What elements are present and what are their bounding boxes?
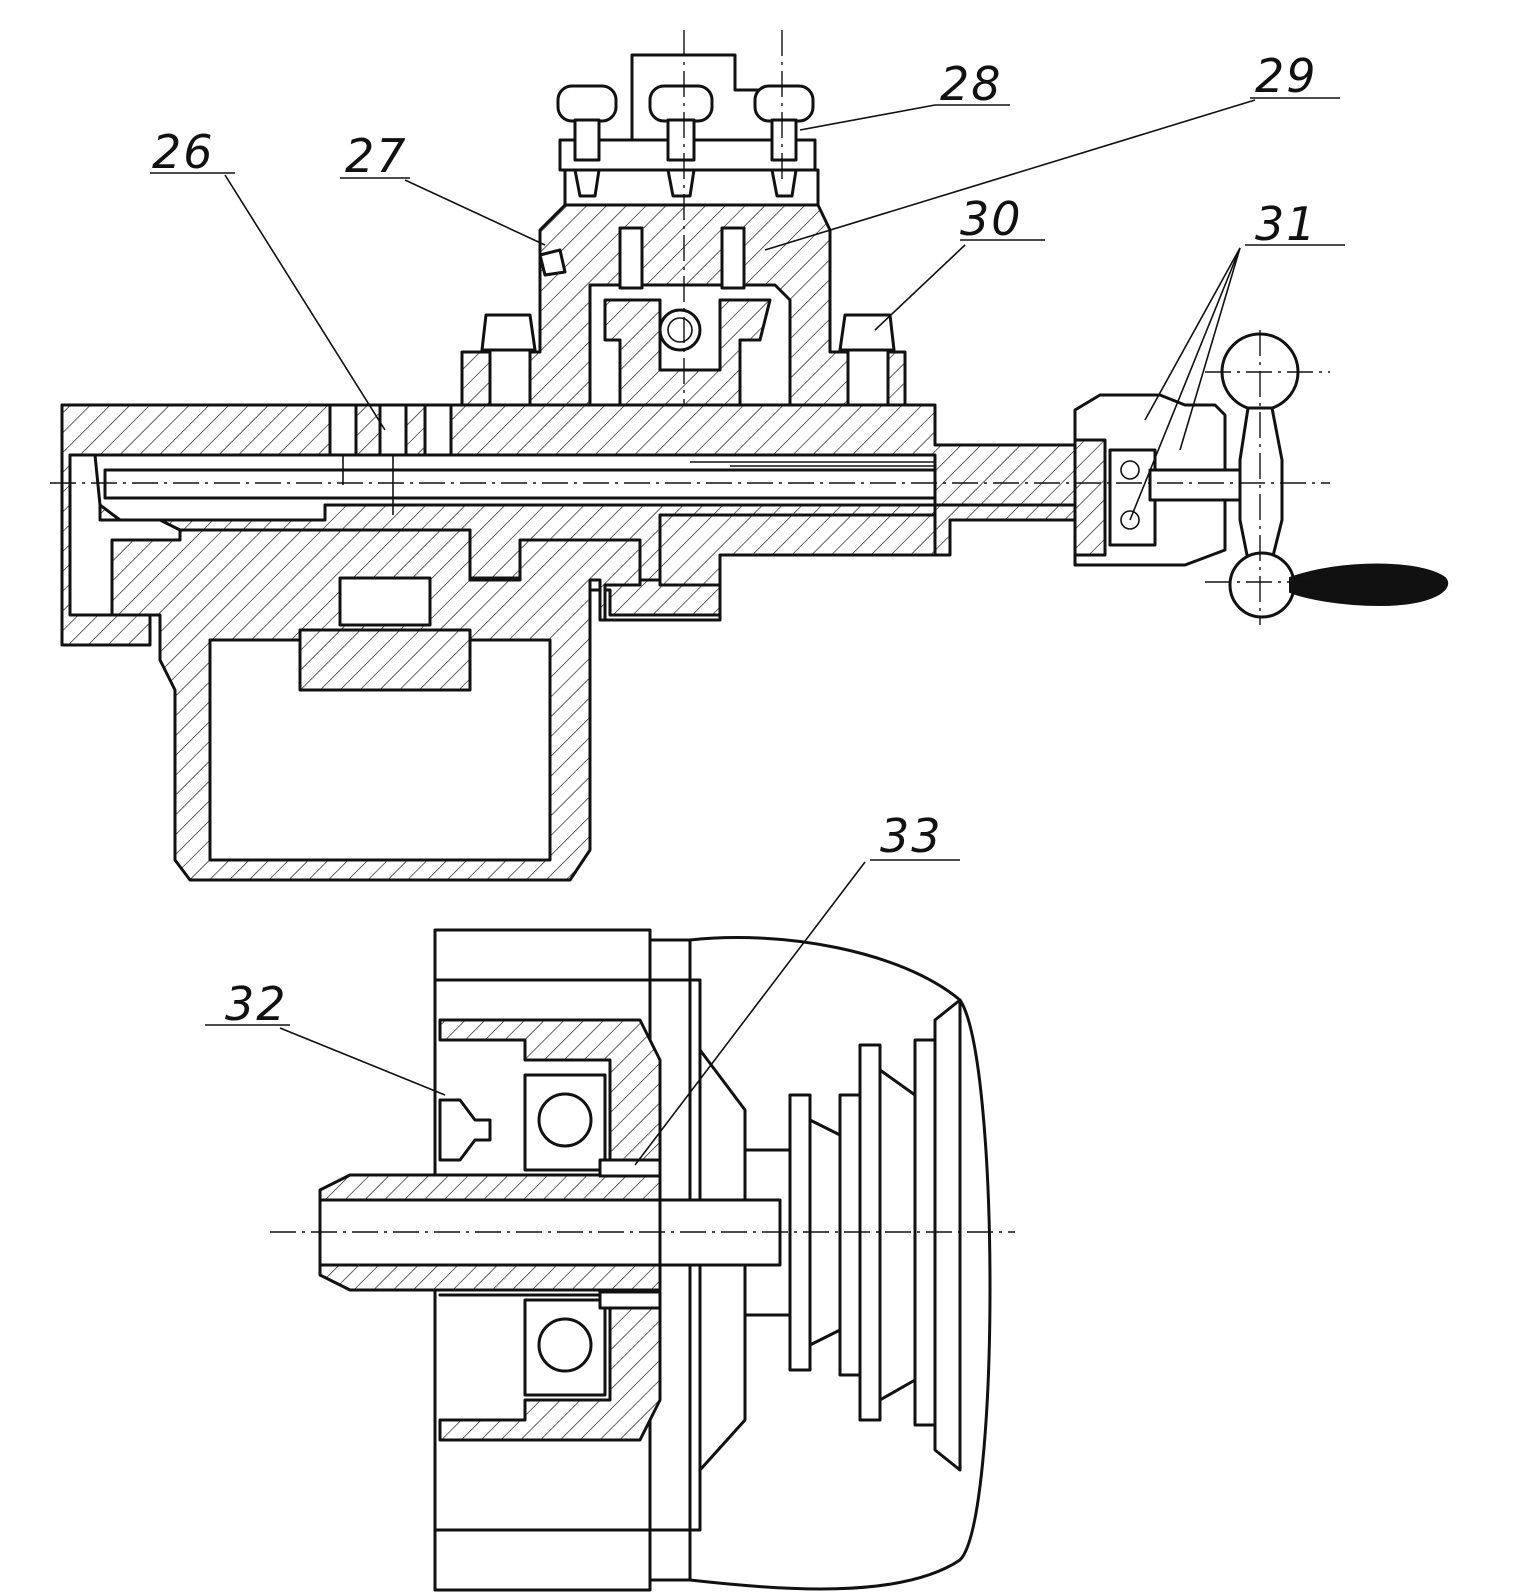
clamp-bolt-center (648, 84, 714, 198)
callout-29: 29 (1255, 49, 1318, 103)
nut-slot (338, 576, 432, 627)
callout-labels: 26 27 28 29 30 31 32 33 (152, 49, 1318, 1031)
compound-screw (658, 308, 702, 352)
compound-bolt-left (480, 313, 537, 407)
cross-slide-assembly (50, 30, 1448, 882)
lower-bearing-housing (438, 1293, 662, 1442)
callout-28: 28 (940, 57, 1003, 111)
retaining-pin (598, 1158, 662, 1178)
crank-grip (1289, 563, 1448, 607)
compound-gib-screws (538, 226, 746, 290)
callout-33: 33 (880, 809, 943, 863)
callout-32: 32 (225, 977, 288, 1031)
compound-bolt-right (838, 313, 896, 407)
callout-30: 30 (960, 192, 1023, 246)
lead-screw-nut (298, 628, 472, 692)
headstock-outline (433, 928, 992, 1592)
spindle-assembly (270, 928, 1015, 1592)
crank-handle (1220, 332, 1448, 619)
callout-leaders (150, 97, 1345, 1166)
gib-screws (328, 403, 453, 515)
clamp-bolt-left (556, 84, 618, 198)
grease-nipple (438, 1098, 492, 1162)
upper-bearing-housing (438, 1018, 662, 1172)
callout-27: 27 (345, 129, 408, 183)
lead-screw (103, 468, 937, 500)
dovetail-slide (603, 298, 772, 407)
callout-26: 26 (152, 125, 215, 179)
callout-31: 31 (1255, 197, 1318, 251)
clamp-bolt-right (753, 84, 815, 198)
